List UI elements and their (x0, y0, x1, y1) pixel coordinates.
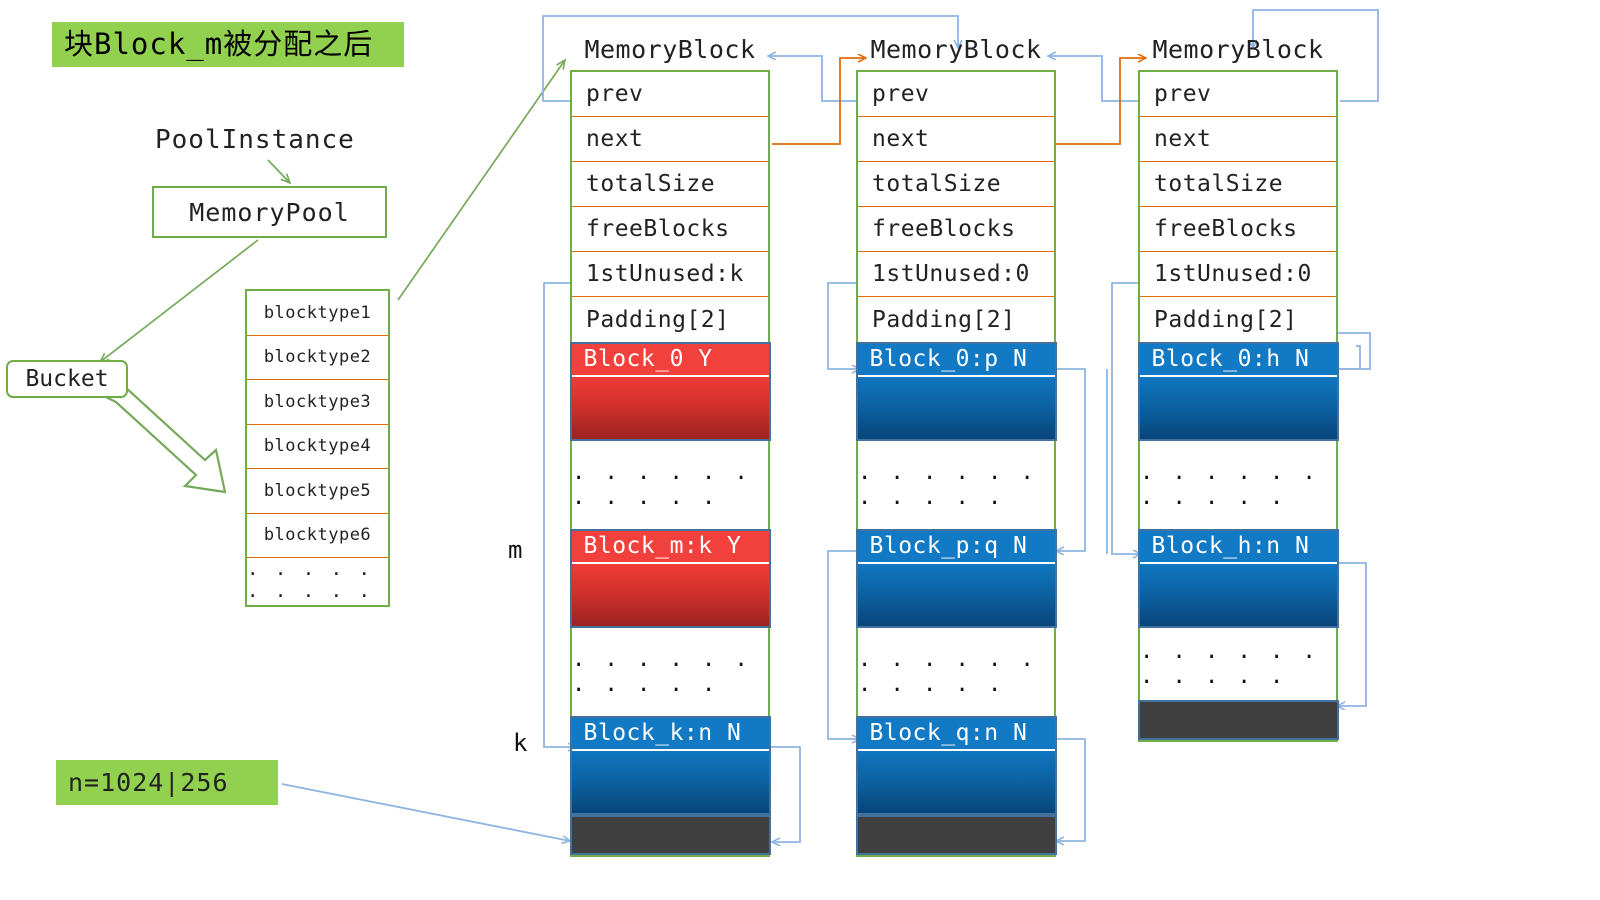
memoryblock-frame: prev next totalSize freeBlocks 1stUnused… (855, 70, 1057, 857)
memorypool-box: MemoryPool (152, 186, 387, 238)
field-prev: prev (1140, 72, 1336, 117)
block-cell: Block_p:q N (855, 529, 1057, 628)
block-cell: Block_0 Y (569, 342, 771, 441)
block-ellipsis: . . . . . . . . . . . (572, 628, 768, 716)
block-cell: Block_q:n N (855, 716, 1057, 815)
field-freeblocks: freeBlocks (572, 207, 768, 252)
bucket-to-blocktypes-arrow (105, 384, 227, 494)
n-value-banner: n=1024|256 (56, 760, 278, 805)
field-next: next (1140, 117, 1336, 162)
blocktype-item: blocktype2 (247, 336, 388, 380)
poolinstance-label: PoolInstance (155, 125, 355, 155)
memoryblock-column-2: MemoryBlock prev next totalSize freeBloc… (855, 34, 1057, 857)
block-unused-tail (1137, 700, 1339, 740)
block-body (1139, 564, 1337, 626)
block-label: Block_0:p N (857, 344, 1055, 377)
field-next: next (572, 117, 768, 162)
field-totalsize: totalSize (572, 162, 768, 207)
blocktype-item: blocktype5 (247, 469, 388, 514)
field-freeblocks: freeBlocks (1140, 207, 1336, 252)
field-freeblocks: freeBlocks (858, 207, 1054, 252)
block-unused-tail (569, 815, 771, 855)
block-ellipsis: . . . . . . . . . . . (1140, 441, 1336, 529)
memoryblock-title: MemoryBlock (870, 35, 1042, 64)
memoryblock-title: MemoryBlock (584, 35, 756, 64)
memoryblock-column-3: MemoryBlock prev next totalSize freeBloc… (1137, 34, 1339, 742)
field-prev: prev (572, 72, 768, 117)
memoryblock-frame: prev next totalSize freeBlocks 1stUnused… (569, 70, 771, 857)
block-cell: Block_0:h N (1137, 342, 1339, 441)
block-body (857, 564, 1055, 626)
blocktype-item: blocktype1 (247, 291, 388, 336)
block-body (571, 377, 769, 439)
block-ellipsis: . . . . . . . . . . . (858, 628, 1054, 716)
field-padding: Padding[2] (1154, 306, 1298, 333)
block-unused-tail (855, 815, 1057, 855)
bucket-box: Bucket (6, 360, 128, 398)
row-marker-m: m (508, 536, 523, 564)
blocktype-item: blocktype3 (247, 380, 388, 425)
block-label: Block_0:h N (1139, 344, 1337, 377)
field-1stunused: 1stUnused:0 (858, 252, 1054, 297)
block-label: Block_m:k Y (571, 531, 769, 564)
block-body (571, 751, 769, 813)
block-ellipsis: . . . . . . . . . . . (1140, 628, 1336, 700)
block-body (857, 377, 1055, 439)
block-body (571, 564, 769, 626)
field-totalsize: totalSize (1140, 162, 1336, 207)
block-ellipsis: . . . . . . . . . . . (572, 441, 768, 529)
field-1stunused: 1stUnused:k (572, 252, 768, 297)
field-totalsize: totalSize (858, 162, 1054, 207)
blocktype-ellipsis: . . . . . . . . . . (247, 558, 373, 603)
title-banner: 块Block_m被分配之后 (52, 22, 404, 67)
field-next: next (858, 117, 1054, 162)
block-body (857, 751, 1055, 813)
field-1stunused: 1stUnused:0 (1140, 252, 1336, 297)
blocktype-item: blocktype4 (247, 425, 388, 469)
memoryblock-title: MemoryBlock (1152, 35, 1324, 64)
block-label: Block_k:n N (571, 718, 769, 751)
block-cell: Block_0:p N (855, 342, 1057, 441)
block-label: Block_q:n N (857, 718, 1055, 751)
block-label: Block_h:n N (1139, 531, 1337, 564)
block-label: Block_0 Y (571, 344, 769, 377)
block-cell: Block_h:n N (1137, 529, 1339, 628)
field-padding: Padding[2] (872, 306, 1016, 333)
field-padding: Padding[2] (586, 306, 730, 333)
blocktype-item: blocktype6 (247, 514, 388, 558)
memoryblock-frame: prev next totalSize freeBlocks 1stUnused… (1137, 70, 1339, 742)
block-ellipsis: . . . . . . . . . . . (858, 441, 1054, 529)
block-body (1139, 377, 1337, 439)
block-label: Block_p:q N (857, 531, 1055, 564)
field-prev: prev (858, 72, 1054, 117)
block-cell: Block_m:k Y (569, 529, 771, 628)
row-marker-k: k (513, 729, 528, 757)
blocktype-list: blocktype1 blocktype2 blocktype3 blockty… (245, 289, 390, 607)
block-cell: Block_k:n N (569, 716, 771, 815)
memoryblock-column-1: MemoryBlock prev next totalSize freeBloc… (569, 34, 771, 857)
